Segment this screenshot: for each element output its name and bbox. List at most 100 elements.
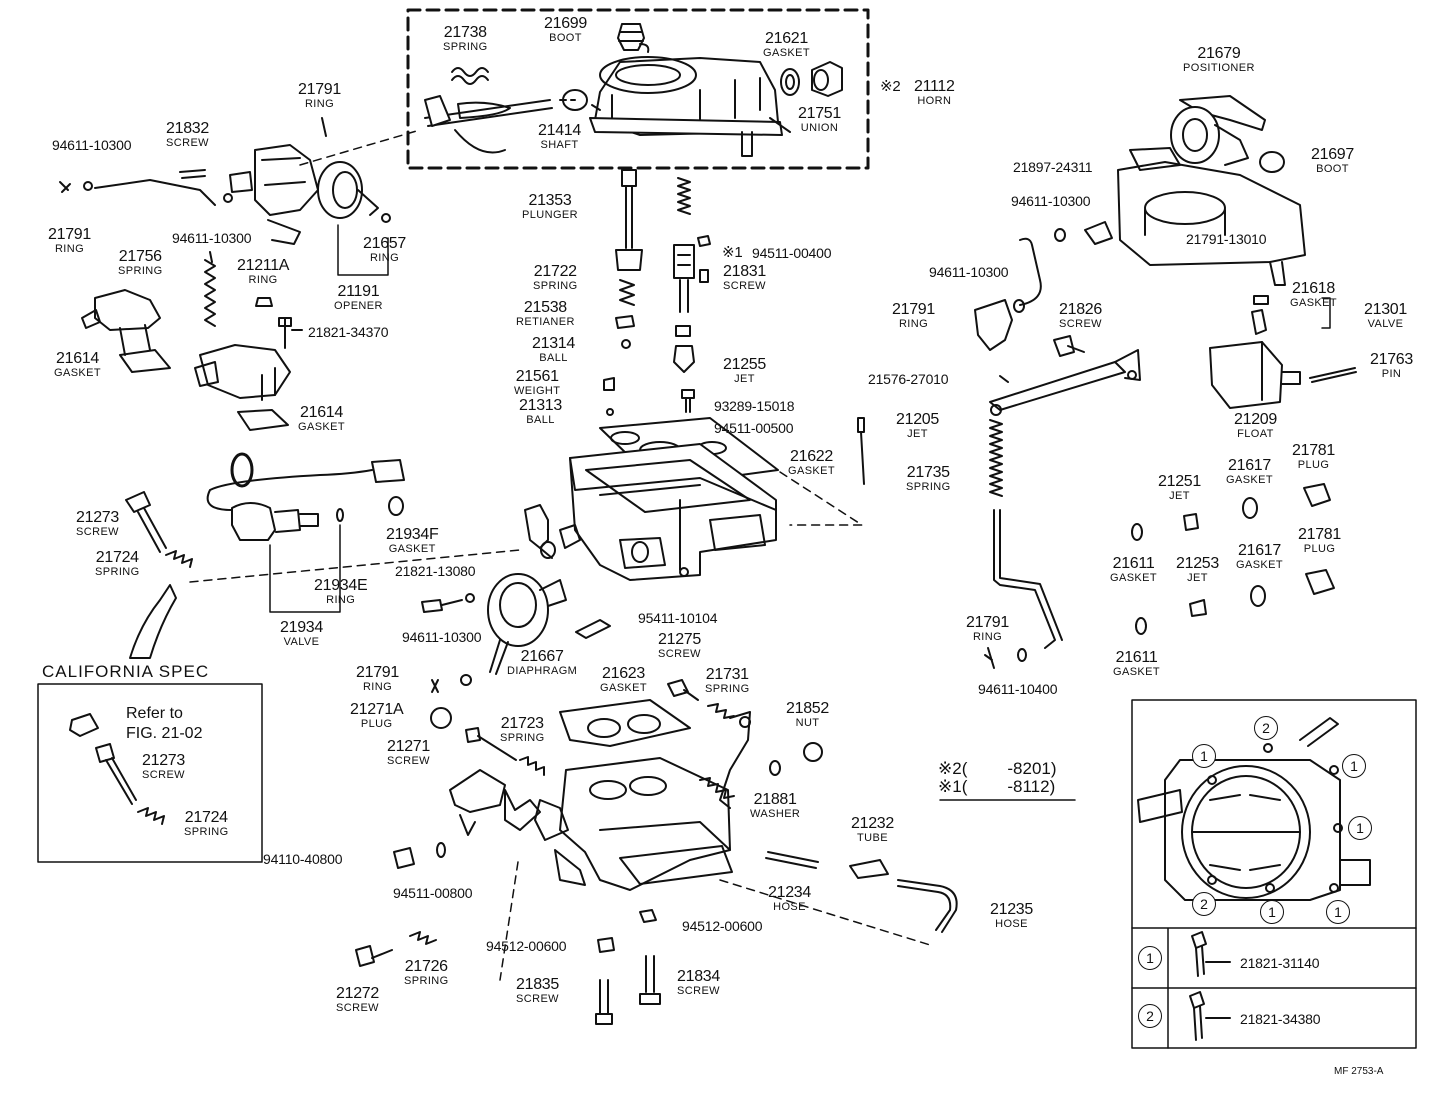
spring-21726-part <box>409 931 437 945</box>
inset-callout-2-top: 2 <box>1254 716 1278 740</box>
jet-21253-part <box>1189 599 1207 617</box>
pn-93289-15018: 93289-15018 <box>714 398 795 414</box>
pn-94611-10300-e: 94611-10300 <box>929 264 1009 280</box>
retainer-21538-part <box>615 315 635 329</box>
gasket-21611b-part <box>1135 617 1147 635</box>
gasket-21934f-part <box>388 496 404 516</box>
pin-21763-part <box>1309 367 1357 383</box>
pin-95411-part <box>575 619 611 639</box>
boot-21697-part <box>1259 151 1285 173</box>
plug-21781a-part <box>1303 483 1331 507</box>
tube-21232-part <box>849 859 889 879</box>
screw-21821-13080-part <box>421 599 443 613</box>
inset-screw-2-art <box>1189 991 1231 1041</box>
legend-callout-1: 1 <box>1138 946 1162 970</box>
california-arrow <box>129 584 177 659</box>
weight-21561-part <box>603 377 615 391</box>
positioner-21679-part <box>1170 95 1266 166</box>
nut-94110-part <box>393 847 415 869</box>
float-arm-part <box>989 361 1126 411</box>
jet-21205-part <box>857 417 865 433</box>
gasket-21621-part <box>780 68 800 96</box>
ring-21211a-part <box>255 297 273 307</box>
horn-group-box <box>406 8 870 170</box>
jet-spring-part <box>677 177 691 215</box>
ring-21657-part <box>381 213 391 223</box>
horn-marker: ※2 <box>880 78 901 95</box>
screw-21271-part <box>465 727 481 743</box>
ball-21314-part <box>621 339 631 349</box>
screw-21272-part <box>355 945 375 967</box>
pn-94110-40800: 94110-40800 <box>263 851 343 867</box>
spring-21722-part <box>619 279 635 306</box>
spring-21731-part <box>707 703 735 719</box>
gasket-21614b-part <box>237 409 289 431</box>
choke-lever-part <box>524 504 581 559</box>
air-horn-part <box>1117 147 1306 286</box>
rod-part <box>993 509 1056 649</box>
pn-94511-00400: 94511-00400 <box>752 245 832 261</box>
hose-21235-part <box>897 879 958 933</box>
gasket-21614a-part <box>119 349 171 373</box>
california-title: CALIFORNIA SPEC <box>42 662 210 681</box>
note-1: ※1(-8112) <box>938 777 1056 796</box>
pn-94511-00500: 94511-00500 <box>714 420 794 436</box>
plunger-21353-part <box>615 169 643 271</box>
inset-callout-1-right-top: 1 <box>1342 754 1366 778</box>
ring-21934e-part <box>336 508 344 522</box>
legend-part-2: 21821-34380 <box>1240 1011 1321 1027</box>
pn-94512-00600-b: 94512-00600 <box>486 938 567 954</box>
opener-rod-part <box>94 179 216 206</box>
float-21209-part <box>1209 341 1301 409</box>
pn-94611-10400: 94611-10400 <box>978 681 1058 697</box>
plug-21271a-part <box>430 707 452 729</box>
inset-callout-1-right-mid: 1 <box>1348 816 1372 840</box>
diaphragm-21667-part <box>487 573 567 675</box>
legend-part-1: 21821-31140 <box>1240 955 1320 971</box>
note-2: ※2(-8201) <box>938 759 1057 778</box>
inset-screw-1-art <box>1191 931 1231 977</box>
pn-21897-24311: 21897-24311 <box>1013 159 1093 175</box>
ring-21791d-part <box>974 299 1013 351</box>
screw-21273-part <box>125 491 167 553</box>
jet-21255-part <box>673 345 695 373</box>
